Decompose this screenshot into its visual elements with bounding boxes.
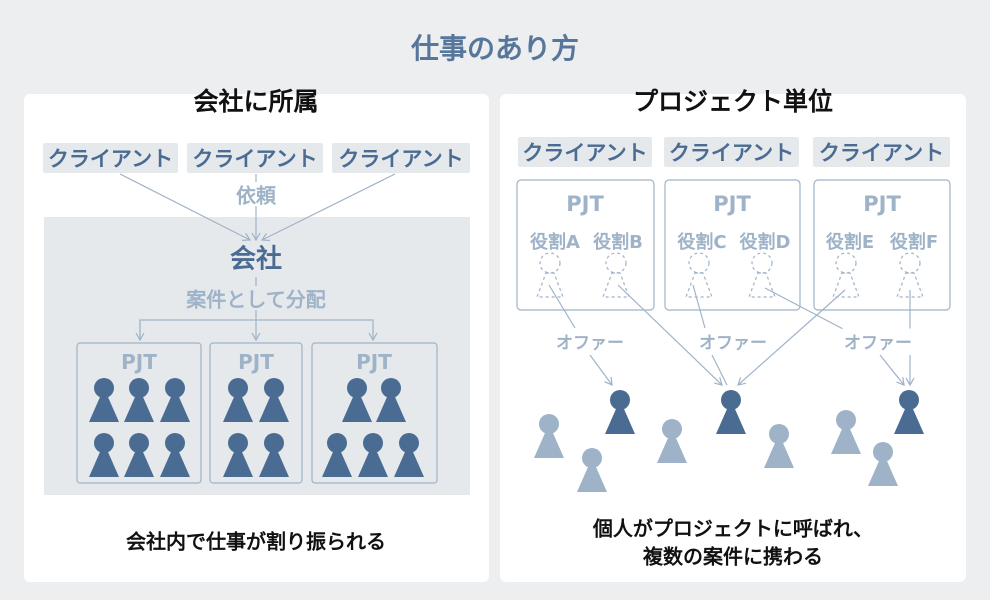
client-box: クライアント bbox=[332, 143, 470, 173]
pjt-label: PJT bbox=[238, 350, 274, 374]
offer-label: オファー bbox=[842, 328, 914, 354]
right-caption-line-1: 個人がプロジェクトに呼ばれ、 bbox=[592, 516, 874, 541]
role-label: 役割F bbox=[889, 232, 939, 253]
client-box: クライアント bbox=[813, 137, 950, 167]
company-label: 会社 bbox=[229, 244, 283, 275]
pjt-label: PJT bbox=[356, 350, 392, 374]
other-individuals bbox=[534, 410, 898, 492]
role-label: 役割E bbox=[825, 232, 875, 253]
selected-individuals bbox=[605, 390, 924, 434]
page-title: 仕事のあり方 bbox=[410, 32, 580, 65]
client-box: クライアント bbox=[664, 137, 799, 167]
role-label: 役割D bbox=[739, 232, 791, 253]
role-label: 役割A bbox=[530, 232, 580, 253]
client-box: クライアント bbox=[187, 143, 323, 173]
pjt-label: PJT bbox=[121, 350, 157, 374]
offer-label: オファー bbox=[554, 328, 626, 354]
arrow bbox=[119, 173, 252, 241]
request-label: 依頼 bbox=[236, 183, 276, 208]
pjt-label: PJT bbox=[713, 192, 751, 216]
role-label: 役割B bbox=[593, 232, 643, 253]
pjt-label: PJT bbox=[863, 192, 901, 216]
right-caption-line-2: 複数の案件に携わる bbox=[643, 544, 823, 569]
role-label: 役割C bbox=[677, 232, 727, 253]
right-heading: プロジェクト単位 bbox=[632, 87, 834, 116]
client-box: クライアント bbox=[518, 137, 652, 167]
offer-label: オファー bbox=[697, 328, 769, 354]
client-box: クライアント bbox=[43, 143, 178, 173]
left-caption: 会社内で仕事が割り振られる bbox=[126, 529, 386, 554]
role-placeholders bbox=[536, 252, 924, 298]
left-heading: 会社に所属 bbox=[193, 87, 319, 116]
employees bbox=[89, 378, 424, 477]
pjt-label: PJT bbox=[566, 192, 604, 216]
distribute-label: 案件として分配 bbox=[186, 287, 326, 312]
company-area bbox=[44, 217, 470, 495]
